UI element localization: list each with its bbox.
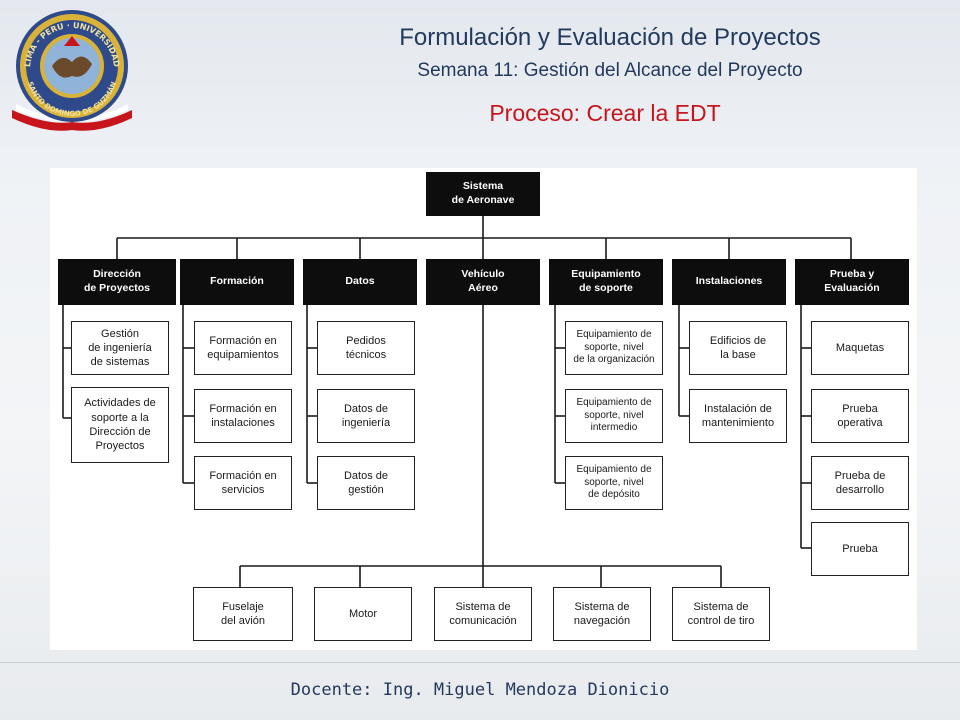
wbs-node-edificios-base: Edificios de la base (689, 321, 787, 375)
wbs-node-motor: Motor (314, 587, 412, 641)
wbs-node-formacion-instalaciones: Formación en instalaciones (194, 389, 292, 443)
wbs-level1-vehiculo: Vehículo Aéreo (426, 259, 540, 305)
footer-teacher: Docente: Ing. Miguel Mendoza Dionicio (290, 680, 670, 700)
wbs-level1-datos: Datos (303, 259, 417, 305)
wbs-level1-formacion: Formación (180, 259, 294, 305)
wbs-node-navegacion: Sistema de navegación (553, 587, 651, 641)
wbs-node-equip-deposito: Equipamiento de soporte, nivel de depósi… (565, 456, 663, 510)
wbs-diagram: Sistema de Aeronave Dirección de Proyect… (50, 168, 917, 650)
header-band (0, 0, 960, 150)
wbs-node-comunicacion: Sistema de comunicación (434, 587, 532, 641)
wbs-node-instalacion-mantenimiento: Instalación de mantenimiento (689, 389, 787, 443)
wbs-node-formacion-equipamientos: Formación en equipamientos (194, 321, 292, 375)
wbs-level1-direccion: Dirección de Proyectos (58, 259, 176, 305)
wbs-node-gestion-ingenieria: Gestión de ingeniería de sistemas (71, 321, 169, 375)
wbs-node-actividades-soporte: Actividades de soporte a la Dirección de… (71, 387, 169, 463)
wbs-node-maquetas: Maquetas (811, 321, 909, 375)
wbs-node-control-tiro: Sistema de control de tiro (672, 587, 770, 641)
university-seal-logo: LIMA - PERU · UNIVERSIDAD SANTO DOMINGO … (12, 10, 132, 131)
wbs-node-formacion-servicios: Formación en servicios (194, 456, 292, 510)
wbs-node-equip-organizacion: Equipamiento de soporte, nivel de la org… (565, 321, 663, 375)
wbs-node-equip-intermedio: Equipamiento de soporte, nivel intermedi… (565, 389, 663, 443)
page-title: Formulación y Evaluación de Proyectos (399, 24, 821, 51)
process-heading: Proceso: Crear la EDT (489, 100, 721, 126)
wbs-level1-equipamiento: Equipamiento de soporte (549, 259, 663, 305)
wbs-node-prueba-operativa: Prueba operativa (811, 389, 909, 443)
footer-divider (0, 662, 960, 663)
wbs-node-prueba: Prueba (811, 522, 909, 576)
wbs-node-pedidos-tecnicos: Pedidos técnicos (317, 321, 415, 375)
wbs-connectors (62, 214, 852, 587)
page-subtitle: Semana 11: Gestión del Alcance del Proye… (417, 60, 803, 81)
wbs-root-node: Sistema de Aeronave (426, 172, 540, 216)
wbs-node-prueba-desarrollo: Prueba de desarrollo (811, 456, 909, 510)
wbs-level1-instalaciones: Instalaciones (672, 259, 786, 305)
wbs-level1-prueba: Prueba y Evaluación (795, 259, 909, 305)
wbs-node-datos-ingenieria: Datos de ingeniería (317, 389, 415, 443)
wbs-node-datos-gestion: Datos de gestión (317, 456, 415, 510)
wbs-node-fuselaje: Fuselaje del avión (193, 587, 293, 641)
